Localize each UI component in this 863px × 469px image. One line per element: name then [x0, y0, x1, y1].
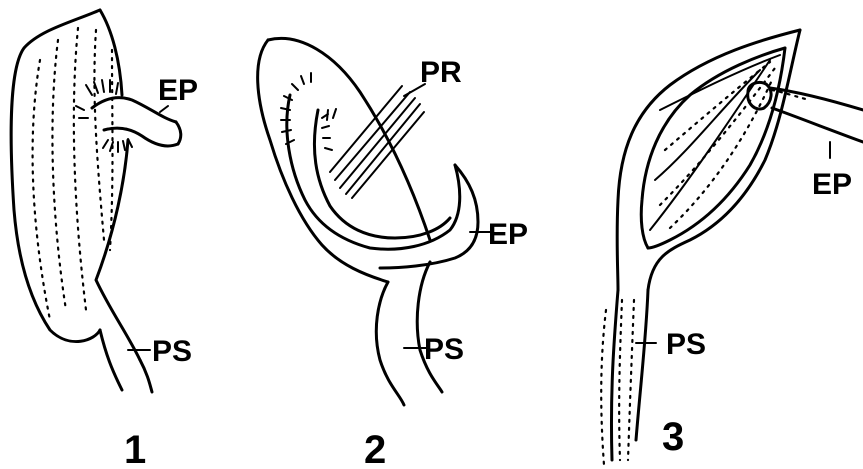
panel-1-ps-label: PS	[152, 335, 192, 368]
panel-2-pr-label: PR	[420, 56, 462, 89]
panel-2-ps-label: PS	[424, 333, 464, 366]
panel-1-ep-label: EP	[158, 74, 198, 107]
panel-2: PR EP PS 2	[258, 38, 528, 469]
panel-1-number: 1	[124, 428, 146, 469]
panel-3: EP PS 3	[601, 30, 863, 465]
panel-3-ep-label: EP	[812, 168, 852, 201]
panel-3-drawing	[601, 30, 863, 465]
panel-2-ep-label: EP	[488, 218, 528, 251]
panel-2-number: 2	[364, 428, 386, 469]
panel-3-ps-label: PS	[666, 328, 706, 361]
panel-3-number: 3	[662, 415, 684, 459]
panel-1: EP PS 1	[11, 10, 198, 469]
